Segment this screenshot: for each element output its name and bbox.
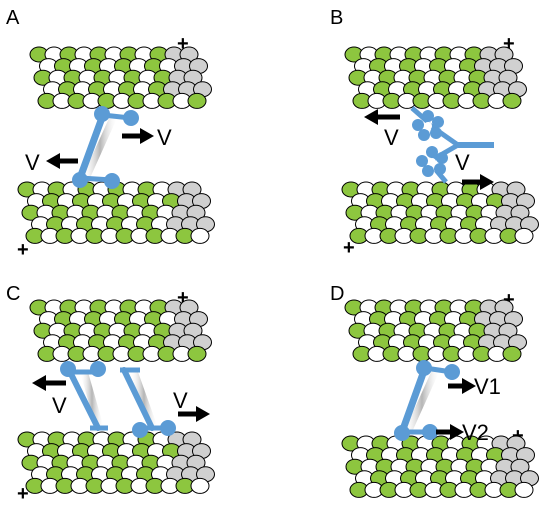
direction-arrow-b-left [364, 109, 400, 125]
panel-d-letter: D [330, 283, 344, 305]
tubulin-subunit [190, 477, 210, 494]
velocity-label-b-right: V [455, 150, 470, 175]
panel-c-plus-bottom: + [17, 483, 29, 505]
microtubule-d-top [344, 299, 527, 362]
panel-d-plus-top: + [503, 289, 515, 311]
tubulin-subunit [187, 92, 207, 109]
velocity-label-a-right: V [157, 125, 172, 150]
panel-c-letter: C [6, 283, 20, 305]
panel-a-letter: A [6, 7, 20, 29]
panel-a-plus-bottom: + [17, 239, 29, 261]
velocity-label-b-left: V [384, 125, 399, 150]
motor-head-b-upper [412, 110, 444, 141]
motor-protein-c-left [60, 361, 108, 431]
panel-b-plus-top: + [503, 33, 515, 55]
tubulin-subunit [190, 227, 210, 244]
motor-protein-a [72, 106, 139, 189]
microtubule-c-top [29, 299, 212, 362]
motor-protein-c-right [120, 367, 176, 438]
direction-arrow-d-lower [436, 424, 464, 440]
microtubule-b-top [344, 46, 527, 109]
motor-protein-d [394, 360, 460, 441]
microtubule-d-bottom [341, 435, 539, 498]
panel-a-plus-top: + [177, 33, 189, 55]
direction-arrow-d-upper [448, 378, 476, 394]
direction-arrow-c-right [178, 406, 210, 422]
microtubule-b-bottom [341, 181, 539, 244]
panel-a: A + + V V [6, 7, 215, 261]
tubulin-subunit [514, 227, 534, 244]
direction-arrow-a-left [46, 153, 78, 169]
velocity-label-d-upper: V1 [474, 374, 501, 399]
panel-c: C + + V V [6, 283, 215, 505]
tubulin-subunit [514, 481, 534, 498]
direction-arrow-a-right [122, 128, 154, 144]
tubulin-subunit [502, 92, 522, 109]
direction-arrow-c-left [32, 375, 66, 391]
panel-d: D + + V1 V2 [330, 283, 539, 498]
direction-arrow-b-right [462, 174, 494, 190]
microtubule-c-bottom [17, 431, 215, 494]
velocity-label-a-left: V [25, 150, 40, 175]
panel-b: B + + [330, 7, 539, 259]
tubulin-subunit [187, 345, 207, 362]
motor-head-b-lower [416, 146, 448, 177]
panel-b-plus-bottom: + [343, 237, 355, 259]
tubulin-subunit [502, 345, 522, 362]
motor-protein-b [410, 106, 494, 184]
microtubule-a-bottom [17, 181, 215, 244]
panel-c-plus-top: + [177, 287, 189, 309]
velocity-label-c-right: V [173, 388, 188, 413]
panel-b-letter: B [330, 7, 343, 29]
velocity-label-c-left: V [52, 393, 67, 418]
microtubule-a-top [29, 46, 212, 109]
velocity-label-d-lower: V2 [462, 420, 489, 445]
